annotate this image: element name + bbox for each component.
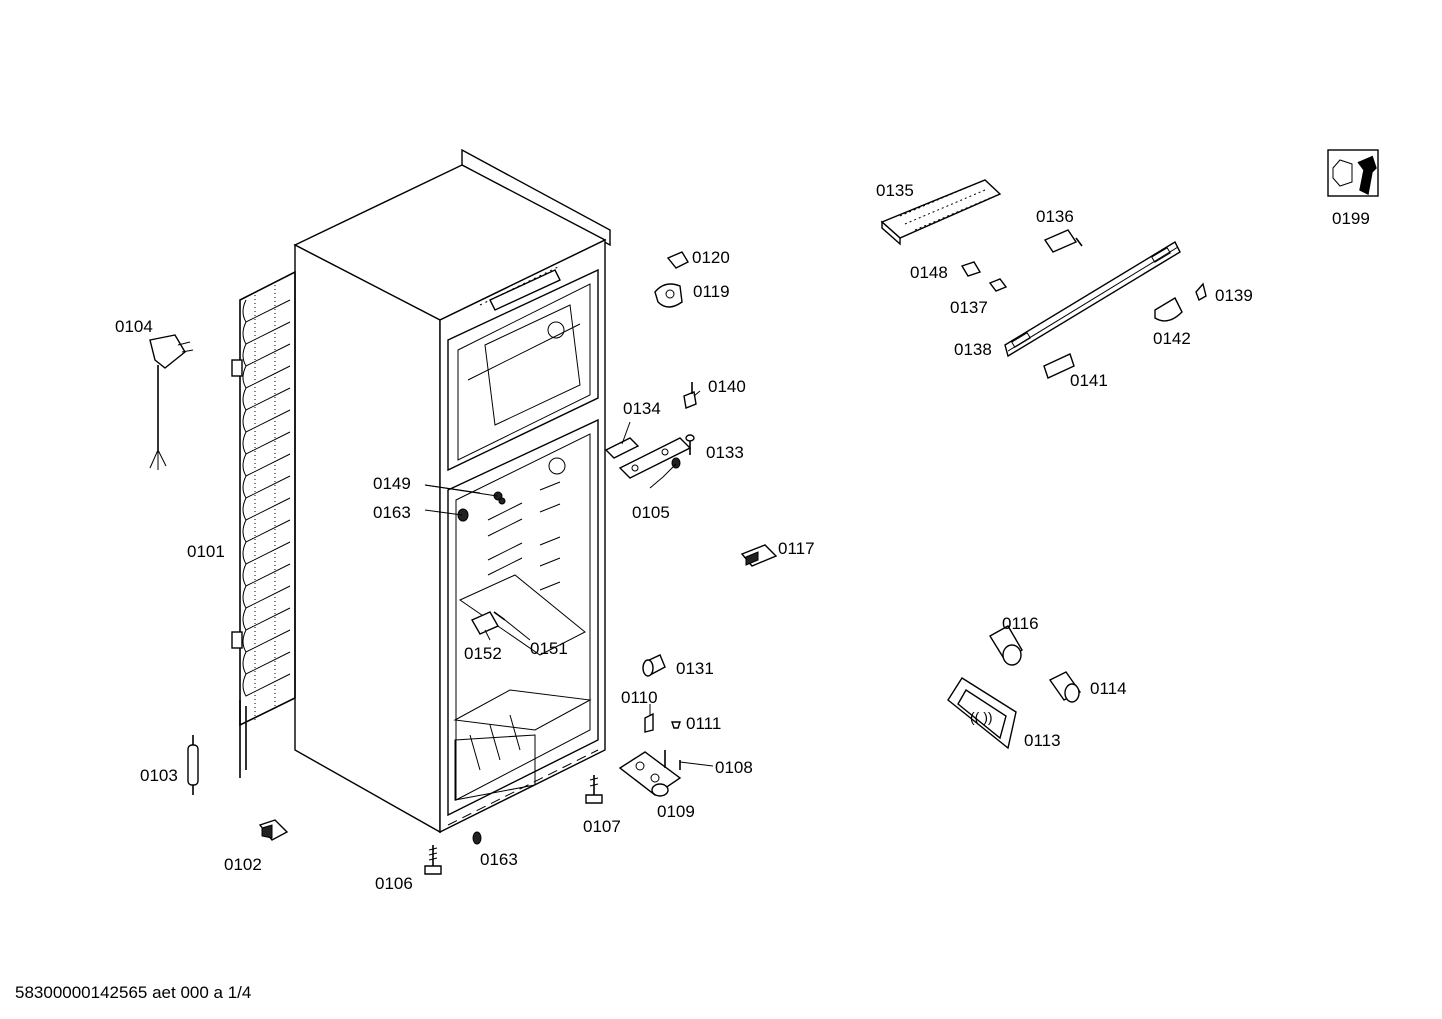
light-rail-0138 bbox=[1004, 241, 1181, 358]
label-0106: 0106 bbox=[375, 874, 413, 893]
label-0116: 0116 bbox=[1002, 614, 1039, 633]
label-0119: 0119 bbox=[693, 282, 730, 301]
label-0163-inner: 0163 bbox=[373, 503, 411, 522]
screw-foot-0106 bbox=[424, 845, 442, 875]
holder-0152 bbox=[471, 611, 499, 635]
screws-0149 bbox=[493, 491, 506, 505]
label-0135: 0135 bbox=[876, 181, 914, 200]
clip-0139 bbox=[1195, 282, 1207, 302]
screw-foot-0107 bbox=[585, 775, 603, 804]
label-0110: 0110 bbox=[621, 688, 658, 707]
label-0103: 0103 bbox=[140, 766, 178, 785]
label-0131: 0131 bbox=[676, 659, 714, 678]
label-0114: 0114 bbox=[1090, 679, 1127, 698]
hinge-middle-0133 bbox=[618, 434, 695, 479]
label-0140: 0140 bbox=[708, 377, 746, 396]
pin-0140 bbox=[683, 382, 697, 409]
label-0148: 0148 bbox=[910, 263, 948, 282]
hinge-cover-0119 bbox=[654, 283, 683, 308]
bulb-0151 bbox=[493, 611, 506, 621]
label-0117: 0117 bbox=[778, 539, 815, 558]
connector-0137 bbox=[988, 278, 1008, 292]
label-0113: 0113 bbox=[1024, 731, 1061, 750]
wrench-nut-icon bbox=[1327, 149, 1379, 197]
label-0111: 0111 bbox=[686, 714, 721, 733]
thermostat-0136 bbox=[1043, 229, 1083, 253]
refrigerator-cabinet bbox=[293, 148, 611, 834]
label-0138: 0138 bbox=[954, 340, 992, 359]
bushing-0131 bbox=[642, 654, 666, 677]
knob-0114 bbox=[1048, 671, 1082, 703]
label-0149: 0149 bbox=[373, 474, 411, 493]
clip-0120 bbox=[666, 251, 689, 269]
document-id: 58300000142565 aet 000 a 1/4 bbox=[15, 983, 251, 1002]
lamp-cover-0142 bbox=[1154, 297, 1183, 322]
label-0133: 0133 bbox=[706, 443, 744, 462]
part-labels: 0101 0102 0103 0104 0105 0106 0107 0108 … bbox=[115, 181, 1370, 893]
label-0136: 0136 bbox=[1036, 207, 1074, 226]
label-0101: 0101 bbox=[187, 542, 225, 561]
label-0152: 0152 bbox=[464, 644, 502, 663]
label-0139: 0139 bbox=[1215, 286, 1253, 305]
label-0134: 0134 bbox=[623, 399, 661, 418]
cabinet-ribs bbox=[487, 481, 561, 591]
clip-0102 bbox=[258, 819, 289, 841]
caps-0163-inner bbox=[457, 508, 469, 522]
hinge-bottom-0109 bbox=[618, 750, 682, 797]
condenser-0101 bbox=[231, 270, 296, 778]
cap-0163-bottom bbox=[472, 831, 482, 845]
label-0199: 0199 bbox=[1332, 209, 1370, 228]
svg-text:(( )): (( )) bbox=[970, 709, 993, 725]
label-0151: 0151 bbox=[530, 639, 568, 658]
label-0108: 0108 bbox=[715, 758, 753, 777]
switch-0117 bbox=[740, 544, 778, 567]
hinge-cover-0134 bbox=[604, 437, 640, 459]
control-module-0135 bbox=[880, 179, 1002, 246]
label-0137: 0137 bbox=[950, 298, 988, 317]
sensor-0148 bbox=[960, 261, 982, 277]
filter-drier-0103 bbox=[187, 735, 199, 795]
label-0105: 0105 bbox=[632, 503, 670, 522]
label-0104: 0104 bbox=[115, 317, 153, 336]
lamp-holder-0116 bbox=[989, 625, 1023, 666]
power-cord-0104 bbox=[149, 334, 194, 470]
label-0107: 0107 bbox=[583, 817, 621, 836]
control-panel-0113: (( )) bbox=[947, 677, 1017, 750]
label-0141 bbox=[1043, 353, 1075, 379]
screw-0111 bbox=[671, 721, 681, 729]
label-0102: 0102 bbox=[224, 855, 262, 874]
label-0142: 0142 bbox=[1153, 329, 1191, 348]
label-0120: 0120 bbox=[692, 248, 730, 267]
label-0163-bottom: 0163 bbox=[480, 850, 518, 869]
label-0141: 0141 bbox=[1070, 371, 1108, 390]
label-0109: 0109 bbox=[657, 802, 695, 821]
leader-lines bbox=[424, 390, 714, 767]
bracket-0110 bbox=[644, 712, 654, 733]
